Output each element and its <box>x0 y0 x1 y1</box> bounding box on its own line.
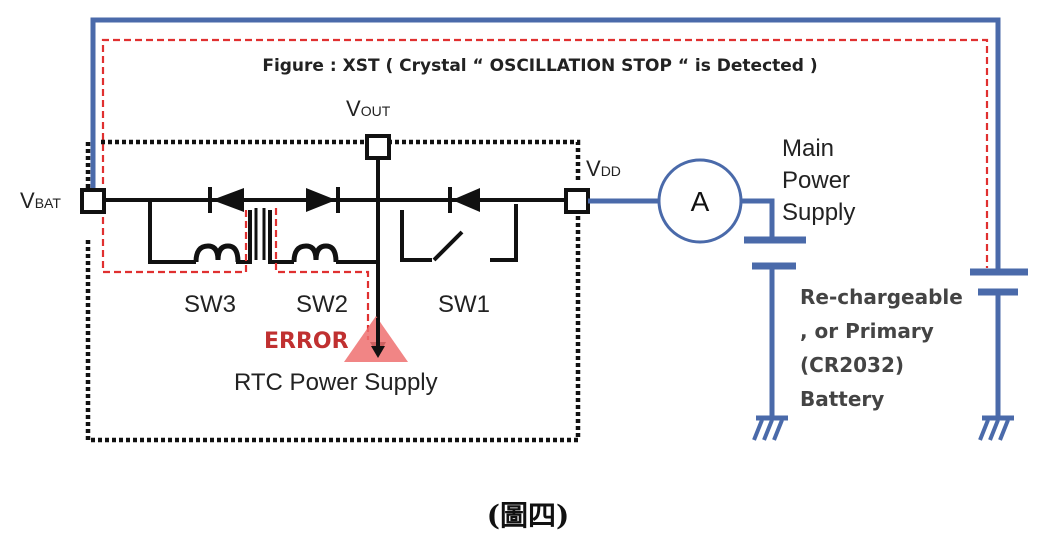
blue-vbat-wire <box>90 17 1001 270</box>
rtc-power-supply-label: RTC Power Supply <box>234 369 438 396</box>
sw1-label: SW1 <box>438 291 490 318</box>
sw2-switch <box>291 243 339 263</box>
diode-middle <box>306 187 340 213</box>
diode-right <box>448 187 480 213</box>
main-power-supply-line: Main <box>782 135 834 162</box>
battery-description-label: Re-chargeable , or Primary (CR2032) Batt… <box>800 285 963 411</box>
red-dashed-top-path <box>101 38 989 268</box>
sw1-switch <box>400 204 518 262</box>
vdd-label: VDD <box>586 156 621 181</box>
main-power-supply-line: Supply <box>782 199 855 226</box>
vout-terminal <box>365 134 391 160</box>
red-dashed-inner-path <box>101 195 370 340</box>
vbat-terminal <box>80 188 106 214</box>
lower-branch-wire <box>148 200 376 264</box>
sw2-label: SW2 <box>296 291 348 318</box>
diode-left <box>208 187 244 213</box>
battery-description-line: Battery <box>800 387 884 411</box>
figure-caption: (圖四) <box>487 499 570 532</box>
ammeter-to-battery-wire <box>741 198 775 238</box>
battery-description-line: Re-chargeable <box>800 285 963 309</box>
vbat-label: VBAT <box>20 188 61 213</box>
main-power-supply-label: Main Power Supply <box>782 135 855 226</box>
ammeter-label: A <box>691 186 710 217</box>
figure-title: Figure : XST ( Crystal “ OSCILLATION STO… <box>262 56 817 76</box>
main-power-supply-line: Power <box>782 167 850 194</box>
battery-description-line: (CR2032) <box>800 353 904 377</box>
main-battery-symbol <box>744 236 806 441</box>
error-arrow-tip <box>371 346 385 358</box>
right-battery-symbol <box>970 268 1028 441</box>
sw3-label: SW3 <box>184 291 236 318</box>
sw3-switch <box>193 243 241 263</box>
battery-description-line: , or Primary <box>800 319 934 343</box>
vout-label: VOUT <box>346 96 391 121</box>
error-label: ERROR <box>264 329 349 354</box>
vdd-terminal <box>564 188 590 214</box>
